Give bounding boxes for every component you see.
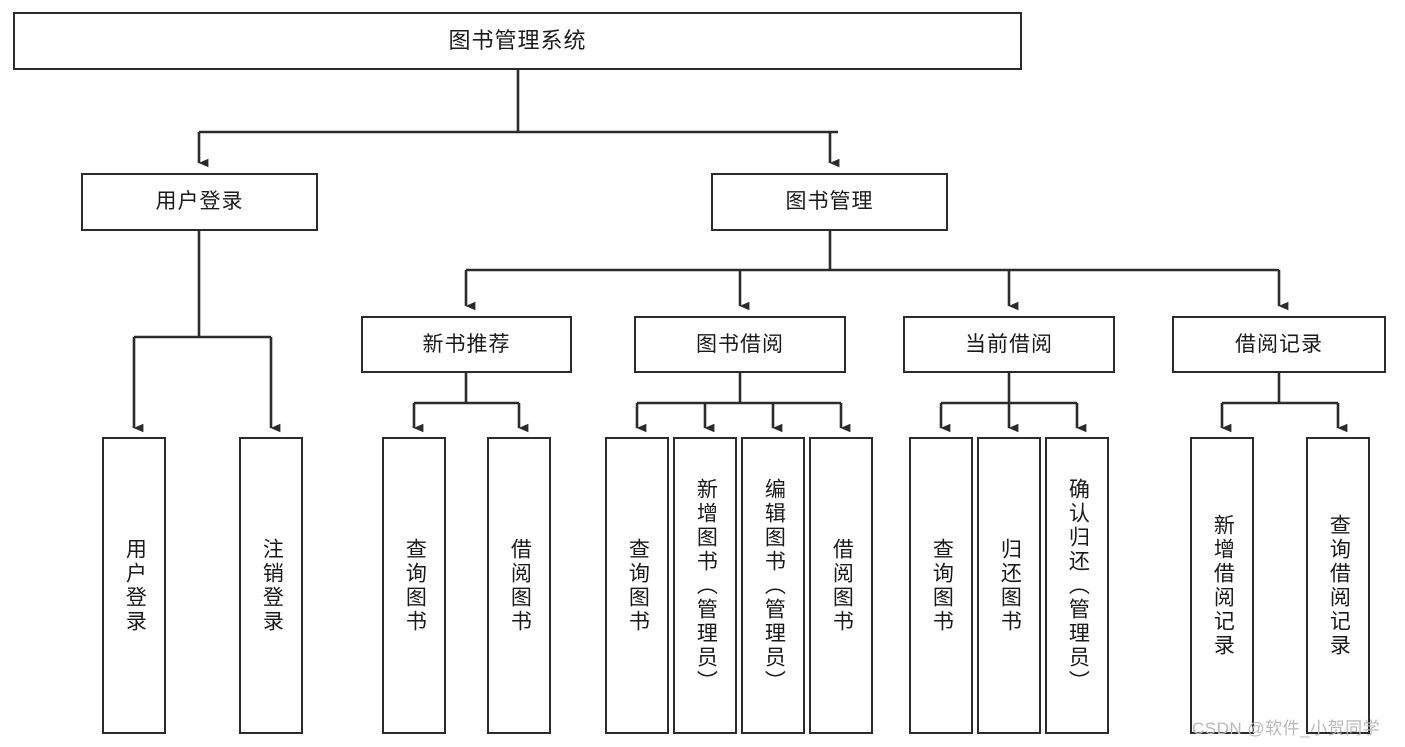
leaf-query-borrow-record[interactable]: 查询借阅记录 <box>1306 437 1370 734</box>
leaf-borrow-book[interactable]: 借阅图书 <box>809 437 873 734</box>
node-root-system[interactable]: 图书管理系统 <box>13 12 1022 70</box>
leaf-logout-login[interactable]: 注销登录 <box>239 437 303 734</box>
node-label: 图书管理系统 <box>448 27 587 53</box>
node-new-book-recommend[interactable]: 新书推荐 <box>361 316 572 373</box>
leaf-edit-book[interactable]: 编辑图书（管理员） <box>741 437 805 734</box>
node-label: 查询图书 <box>403 537 427 634</box>
node-label: 借阅图书 <box>830 537 854 634</box>
node-label: 新增借阅记录 <box>1211 513 1235 658</box>
node-label: 编辑图书（管理员） <box>762 477 786 694</box>
node-label: 查询图书 <box>626 537 650 634</box>
leaf-return-book[interactable]: 归还图书 <box>977 437 1041 734</box>
node-label: 图书借阅 <box>696 332 784 356</box>
node-current-borrow[interactable]: 当前借阅 <box>903 316 1115 373</box>
leaf-add-borrow-record[interactable]: 新增借阅记录 <box>1190 437 1254 734</box>
node-label: 查询图书 <box>930 537 954 634</box>
node-book-borrow[interactable]: 图书借阅 <box>634 316 846 373</box>
csdn-watermark: CSDN @软件_小贺同学 <box>1192 719 1381 738</box>
node-label: 当前借阅 <box>965 332 1053 356</box>
node-label: 图书管理 <box>785 190 874 214</box>
leaf-borrow-book-recommend[interactable]: 借阅图书 <box>487 437 551 734</box>
node-user-login[interactable]: 用户登录 <box>81 173 318 231</box>
node-label: 注销登录 <box>260 537 284 634</box>
node-label: 用户登录 <box>155 190 244 214</box>
node-label: 借阅记录 <box>1235 332 1323 356</box>
node-label: 归还图书 <box>998 537 1022 634</box>
node-label: 用户登录 <box>123 537 147 634</box>
leaf-query-book-current[interactable]: 查询图书 <box>909 437 973 734</box>
leaf-user-login[interactable]: 用户登录 <box>102 437 166 734</box>
node-label: 新书推荐 <box>422 332 511 356</box>
leaf-confirm-return[interactable]: 确认归还（管理员） <box>1045 437 1109 734</box>
leaf-add-book[interactable]: 新增图书（管理员） <box>673 437 737 734</box>
node-label: 借阅图书 <box>508 537 532 634</box>
node-book-manage[interactable]: 图书管理 <box>711 173 948 231</box>
leaf-query-book-recommend[interactable]: 查询图书 <box>382 437 446 734</box>
node-borrow-record[interactable]: 借阅记录 <box>1172 316 1386 373</box>
node-label: 查询借阅记录 <box>1327 513 1351 658</box>
node-label: 新增图书（管理员） <box>694 477 718 694</box>
leaf-query-book-borrow[interactable]: 查询图书 <box>605 437 669 734</box>
node-label: 确认归还（管理员） <box>1066 477 1090 694</box>
